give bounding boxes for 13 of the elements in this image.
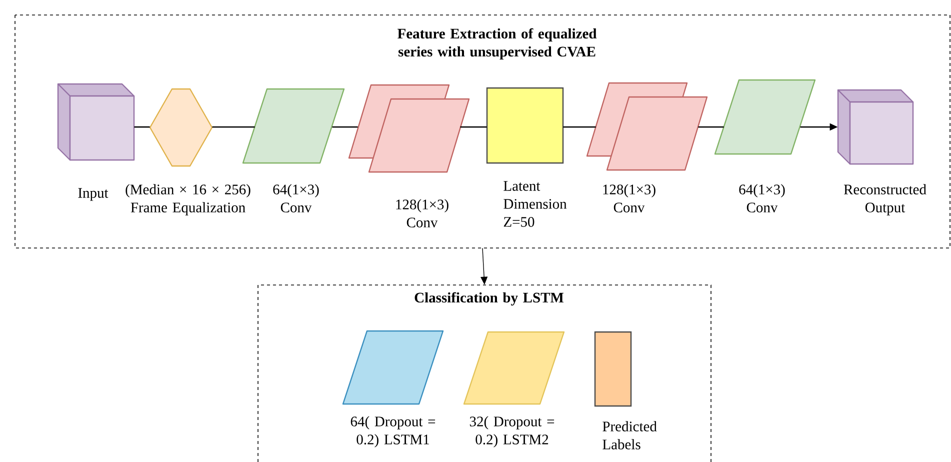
frame-title: Feature Extraction of equalized series with unsupervised CVAE (398, 28, 597, 60)
layer-label: 64(1×3) Conv (273, 184, 319, 212)
layer-label: 64(1×3) Conv (739, 184, 785, 212)
layer-label: (Median × 16 × 256) Frame Equalization (126, 184, 250, 216)
layer-label: Latent Dimension Z=50 (504, 181, 567, 227)
frame-title: Classification by LSTM (414, 292, 564, 306)
layer-label: 128(1×3) Conv (603, 184, 656, 212)
layer-label: 64( Dropout = 0.2) LSTM1 (350, 416, 436, 448)
layer-label: Input (78, 188, 108, 201)
layer-label: Predicted Labels (602, 421, 657, 450)
layer-label: 128(1×3) Conv (396, 199, 448, 228)
layer-label: Reconstructed Output (844, 184, 926, 216)
layer-label: 32( Dropout = 0.2) LSTM2 (470, 416, 554, 448)
